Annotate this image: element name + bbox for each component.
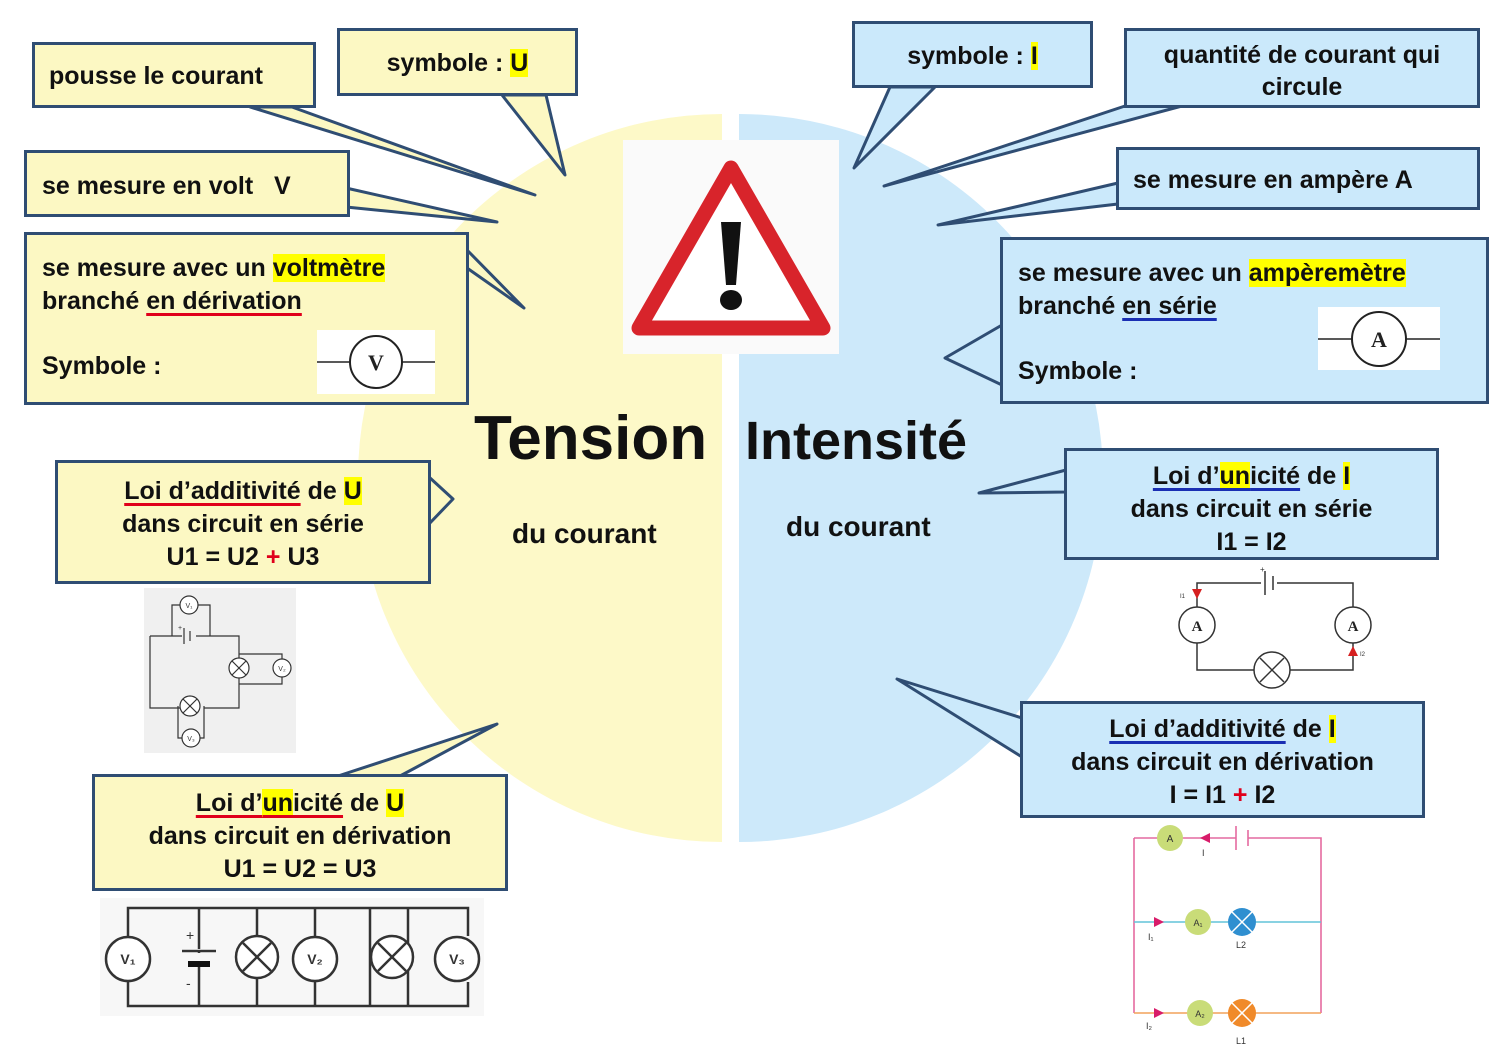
circuit-p-a: A (1167, 834, 1174, 845)
loi-additivite-u-var: U (343, 477, 362, 505)
quantite-box: quantité de courant qui circule (1124, 28, 1480, 108)
symbole-u-value: U (510, 49, 529, 77)
circuit-i-a1: A (1192, 619, 1203, 635)
loi-additivite-u-f2: U3 (287, 543, 320, 571)
loi-unicite-u-de: de (349, 789, 380, 817)
loi-unicite-i-box: Loi d’unicité de I dans circuit en série… (1064, 448, 1439, 560)
warning-triangle-icon (623, 140, 839, 354)
voltmeter-letter: V (368, 350, 384, 375)
quantite-text: quantité de courant qui circule (1163, 41, 1441, 101)
symbole-i-value: I (1030, 42, 1038, 70)
circuit-d-v3: V₃ (449, 951, 465, 967)
loi-unicite-u-un: un (262, 789, 293, 817)
intensite-title: Intensité (745, 411, 968, 471)
circuit-p-l1: L1 (1236, 1036, 1246, 1046)
intensite-subtitle: du courant (786, 511, 931, 542)
circuit-p-a2: A₂ (1195, 1009, 1205, 1019)
volt-box: se mesure en volt V (24, 150, 350, 217)
amperemetre-text: se mesure avec un (1018, 259, 1242, 287)
symbole-u-label: symbole : (386, 49, 504, 77)
circuit-p-i1: I₁ (1148, 932, 1154, 942)
circuit-s-v1: V₁ (185, 603, 193, 610)
circuit-d-plus: + (186, 927, 194, 943)
loi-unicite-i-formula: I1 = I2 (1216, 528, 1287, 556)
volt-text: se mesure en volt V (42, 172, 291, 200)
tail-loi2-u (336, 722, 499, 778)
loi-unicite-i-un: un (1219, 462, 1251, 490)
circuit-s-v3: V₃ (187, 736, 195, 743)
loi-additivite-i-de: de (1292, 715, 1322, 743)
loi-additivite-i-title: Loi d’additivité (1109, 715, 1286, 743)
loi-additivite-u-line2: dans circuit en série (122, 510, 364, 538)
circuit-p-a1: A₁ (1193, 918, 1202, 928)
circuit-i-a2: A (1348, 619, 1359, 635)
voltmetre-branche: branché (42, 287, 140, 315)
circuit-s-plus: + (178, 625, 182, 632)
tail-symbole-u (500, 93, 567, 177)
symbole-u-box: symbole : U (337, 28, 578, 96)
voltmetre-symbole-label: Symbole : (42, 352, 162, 380)
circuit-d-v2: V₂ (307, 951, 323, 967)
loi-unicite-u-var: U (386, 789, 405, 817)
loi-additivite-i-line2: dans circuit en dérivation (1071, 748, 1374, 776)
circuit-p-i: I (1202, 848, 1205, 858)
loi-additivite-i-plus: + (1232, 781, 1248, 809)
circuit-derivation-amperemetres: A A₁ A₂ I I₁ I₂ L2 L1 (1124, 818, 1324, 1050)
voltmetre-box: se mesure avec un voltmètre branché en d… (24, 232, 469, 405)
amperemetre-name: ampèremètre (1248, 259, 1406, 287)
loi-unicite-u-title: Loi d’unicité (195, 789, 344, 817)
circuit-s-v2: V₂ (278, 666, 286, 673)
ammeter-letter: A (1371, 327, 1387, 352)
circuit-i-plus: + (1260, 565, 1265, 574)
pousse-text: pousse le courant (49, 62, 263, 90)
circuit-derivation-voltmetres: + - V₁ V₂ V₃ (100, 898, 484, 1016)
loi-unicite-i-title: Loi d’unicité (1152, 462, 1301, 490)
loi-additivite-i-box: Loi d’additivité de I dans circuit en dé… (1020, 701, 1425, 818)
amperemetre-symbole-label: Symbole : (1018, 357, 1138, 385)
symbole-i-box: symbole : I (852, 21, 1093, 88)
circuit-d-v1: V₁ (120, 951, 135, 967)
loi-unicite-i-line2: dans circuit en série (1130, 495, 1373, 523)
loi-unicite-i-var: I (1343, 462, 1351, 490)
loi-additivite-u-box: Loi d’additivité de U dans circuit en sé… (55, 460, 431, 584)
amperemetre-box: se mesure avec un ampèremètre branché en… (1000, 237, 1489, 404)
circuit-p-l2: L2 (1236, 940, 1246, 950)
voltmetre-text: se mesure avec un (42, 254, 266, 282)
ampere-text: se mesure en ampère A (1133, 166, 1413, 194)
symbole-i-label: symbole : (907, 42, 1024, 70)
ampere-box: se mesure en ampère A (1116, 147, 1480, 210)
loi-additivite-u-de: de (307, 477, 337, 505)
tension-subtitle: du courant (512, 518, 657, 549)
tension-title: Tension (474, 404, 708, 473)
circuit-serie-voltmetres: V₁ V₂ V₃ + (144, 588, 296, 753)
loi-additivite-u-f1: U1 = U2 (166, 543, 259, 571)
loi-unicite-u-line2: dans circuit en dérivation (148, 822, 452, 850)
amperemetre-branche: branché (1018, 292, 1116, 320)
circuit-d-minus: - (186, 975, 191, 991)
circuit-i-label-i2: I2 (1360, 652, 1366, 658)
loi-additivite-u-title: Loi d’additivité (124, 477, 301, 505)
circuit-serie-amperemetres: A A + I1 I2 (1168, 563, 1384, 691)
loi-additivite-i-var: I (1328, 715, 1336, 743)
pousse-box: pousse le courant (32, 42, 316, 108)
ammeter-symbol-icon: A (1318, 307, 1440, 370)
voltmetre-name: voltmètre (272, 254, 386, 282)
loi-unicite-i-de: de (1307, 462, 1337, 490)
loi-additivite-i-f1: I = I1 (1169, 781, 1226, 809)
voltmetre-mode: en dérivation (146, 287, 302, 315)
circuit-i-label-i1: I1 (1180, 594, 1186, 600)
tail-volt (344, 186, 499, 224)
voltmeter-symbol-icon: V (317, 330, 435, 394)
amperemetre-mode: en série (1122, 292, 1217, 320)
loi-unicite-u-formula: U1 = U2 = U3 (223, 855, 377, 883)
circuit-p-i2: I₂ (1146, 1021, 1153, 1031)
loi-additivite-i-f2: I2 (1254, 781, 1276, 809)
loi-additivite-u-plus: + (265, 543, 281, 571)
loi-unicite-u-box: Loi d’unicité de U dans circuit en dériv… (92, 774, 508, 891)
